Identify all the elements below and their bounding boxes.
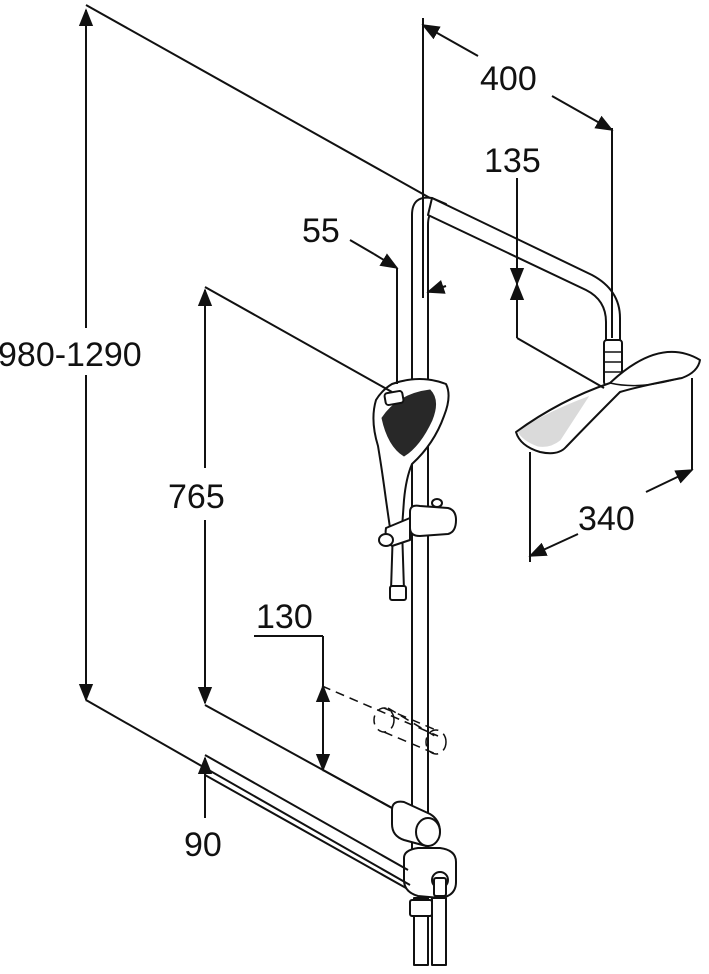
dim-total-height: 980-1290	[0, 4, 431, 886]
dim-head-drop: 135	[484, 142, 605, 389]
dim-handshower-height-label: 765	[168, 478, 225, 516]
head-connector	[603, 339, 623, 386]
slider-holder	[378, 498, 457, 547]
dim-holder-height-label: 130	[256, 598, 313, 636]
dim-handshower-offset-label: 55	[302, 212, 340, 250]
overhead-arm	[427, 197, 621, 346]
dim-mixer-offset: 90	[184, 754, 409, 889]
shower-riser-rail	[411, 196, 447, 886]
dim-mixer-offset-label: 90	[184, 826, 222, 864]
bottom-mixer	[391, 800, 457, 966]
dim-total-height-label: 980-1290	[0, 336, 142, 374]
dim-handshower-height: 765	[168, 286, 393, 809]
dim-head-width: 340	[528, 378, 694, 562]
overhead-shower-head	[515, 350, 701, 455]
dim-top-arm-reach-label: 400	[480, 60, 537, 98]
dim-handshower-offset: 55	[302, 212, 447, 384]
holder-ghost-outline	[321, 685, 447, 755]
dim-head-width-label: 340	[578, 500, 635, 538]
dim-top-arm-reach: 400	[421, 18, 614, 338]
dim-head-drop-label: 135	[484, 142, 541, 180]
dim-holder-height: 130	[254, 598, 393, 809]
hand-shower	[372, 378, 450, 529]
